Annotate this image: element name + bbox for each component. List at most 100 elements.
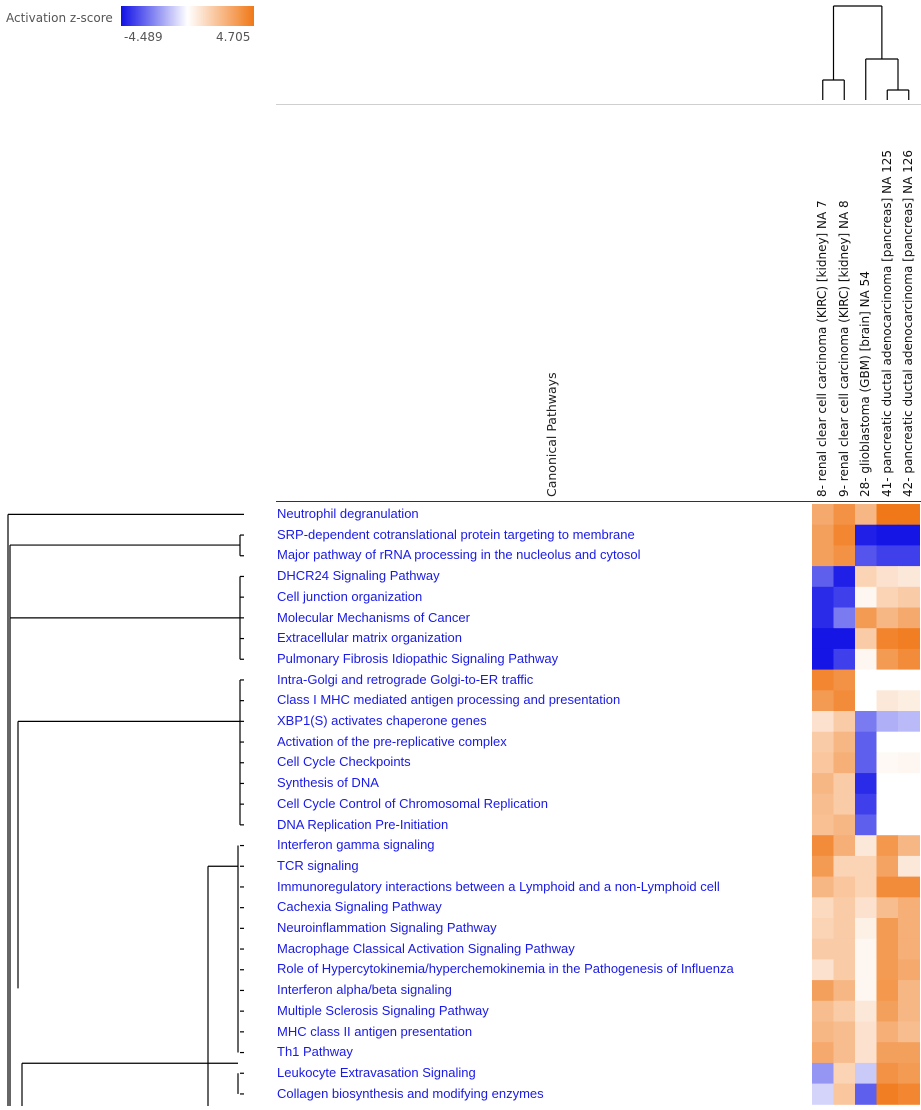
heatmap-cell	[898, 980, 920, 1002]
heatmap-cell	[855, 607, 877, 629]
heatmap-cell	[855, 752, 877, 774]
heatmap-cell	[833, 731, 856, 753]
heatmap-cell	[812, 1062, 834, 1085]
heatmap-cell	[855, 773, 877, 795]
heatmap-cell	[898, 938, 920, 960]
heatmap-cell	[833, 1062, 856, 1085]
heatmap-cell	[876, 918, 899, 940]
pathway-label[interactable]: Neutrophil degranulation	[277, 506, 419, 521]
heatmap-cell	[812, 918, 834, 940]
heatmap-cell	[876, 711, 899, 733]
heatmap-cell	[855, 628, 877, 650]
heatmap-cell	[833, 1000, 856, 1022]
heatmap-cell	[876, 773, 899, 795]
pathway-label[interactable]: Extracellular matrix organization	[277, 630, 462, 646]
heatmap-cell	[898, 1062, 920, 1085]
pathway-label[interactable]: Major pathway of rRNA processing in the …	[277, 547, 641, 563]
heatmap-cell	[898, 731, 920, 753]
heatmap-cell	[876, 524, 899, 546]
heatmap-cell	[833, 835, 856, 857]
heatmap-cell	[855, 731, 877, 753]
heatmap-cell	[855, 504, 877, 526]
heatmap-cell	[833, 648, 856, 671]
heatmap-cell	[812, 752, 834, 774]
pathway-label[interactable]: Interferon gamma signaling	[277, 837, 435, 853]
heatmap-cell	[812, 793, 834, 815]
pathway-label[interactable]: Cell Cycle Checkpoints	[277, 754, 411, 770]
heatmap-cell	[876, 814, 899, 836]
heatmap-cell	[898, 607, 920, 629]
pathway-label[interactable]: XBP1(S) activates chaperone genes	[277, 713, 487, 728]
heatmap-cell	[876, 690, 899, 712]
heatmap-cell	[876, 648, 899, 671]
heatmap-cell	[855, 876, 877, 898]
heatmap-cell	[812, 855, 834, 878]
heatmap-cell	[898, 524, 920, 546]
pathway-label[interactable]: Role of Hypercytokinemia/hyperchemokinem…	[277, 961, 734, 977]
heatmap-cell	[812, 980, 834, 1002]
heatmap-cell	[812, 586, 834, 608]
pathway-label[interactable]: Cachexia Signaling Pathway	[277, 899, 442, 915]
heatmap-cell	[898, 1021, 920, 1043]
pathway-label[interactable]: Th1 Pathway	[277, 1044, 353, 1060]
pathway-label[interactable]: Multiple Sclerosis Signaling Pathway	[277, 1002, 489, 1018]
heatmap-cell	[833, 959, 856, 981]
heatmap-cell	[812, 504, 834, 526]
heatmap-cell	[833, 524, 856, 546]
pathway-label[interactable]: Macrophage Classical Activation Signalin…	[277, 940, 575, 956]
pathway-label[interactable]: Leukocyte Extravasation Signaling	[277, 1064, 476, 1080]
heatmap-cell	[855, 1000, 877, 1022]
heatmap-cell	[812, 607, 834, 629]
heatmap-cell	[876, 897, 899, 919]
heatmap-cell	[898, 876, 920, 898]
pathway-label[interactable]: Cell junction organization	[277, 588, 423, 604]
heatmap-cell	[855, 793, 877, 815]
pathway-label[interactable]: Cell Cycle Control of Chromosomal Replic…	[277, 795, 548, 811]
pathway-label[interactable]: Intra-Golgi and retrograde Golgi-to-ER t…	[277, 671, 534, 687]
heatmap-cell	[855, 1083, 877, 1105]
heatmap-cell	[812, 835, 834, 857]
heatmap-cell	[812, 1021, 834, 1043]
heatmap-cell	[876, 1083, 899, 1105]
heatmap-cell	[898, 690, 920, 712]
pathway-label[interactable]: Pulmonary Fibrosis Idiopathic Signaling …	[277, 650, 559, 666]
heatmap-cell	[855, 545, 877, 567]
pathway-label[interactable]: Interferon alpha/beta signaling	[277, 982, 452, 998]
pathway-label[interactable]: Immunoregulatory interactions between a …	[277, 878, 720, 894]
header-divider	[276, 104, 921, 105]
pathway-label[interactable]: Activation of the pre-replicative comple…	[277, 733, 507, 749]
heatmap-cell	[812, 690, 834, 712]
heatmap-cell	[833, 773, 856, 795]
legend-color-scale	[121, 6, 254, 26]
column-label: 9- renal clear cell carcinoma (KIRC) [ki…	[836, 200, 851, 497]
heatmap-cell	[855, 690, 877, 712]
heatmap-cell	[833, 855, 856, 878]
heatmap-cell	[855, 1042, 877, 1064]
pathway-label[interactable]: SRP-dependent cotranslational protein ta…	[277, 526, 635, 542]
heatmap-cell	[812, 731, 834, 753]
heatmap-cell	[898, 1042, 920, 1064]
pathway-label[interactable]: Collagen biosynthesis and modifying enzy…	[277, 1085, 544, 1101]
pathway-label[interactable]: DNA Replication Pre-Initiation	[277, 816, 449, 832]
heatmap-cell	[812, 1000, 834, 1022]
heatmap-cell	[876, 1000, 899, 1022]
heatmap-cell	[855, 959, 877, 981]
pathway-label[interactable]: MHC class II antigen presentation	[277, 1023, 473, 1039]
pathway-label[interactable]: Class I MHC mediated antigen processing …	[277, 692, 621, 708]
heatmap-cell	[898, 773, 920, 795]
heatmap-cell	[812, 938, 834, 960]
pathway-label[interactable]: TCR signaling	[277, 857, 359, 873]
heatmap-cell	[833, 628, 856, 650]
pathway-label[interactable]: Synthesis of DNA	[277, 775, 379, 791]
heatmap-cell	[876, 628, 899, 650]
pathway-label[interactable]: DHCR24 Signaling Pathway	[277, 568, 440, 584]
heatmap-cell	[855, 586, 877, 608]
legend-title: Activation z-score	[6, 11, 113, 25]
heatmap-cell	[898, 586, 920, 608]
heatmap-cell	[812, 628, 834, 650]
heatmap-cell	[898, 711, 920, 733]
heatmap-cell	[898, 793, 920, 815]
heatmap-cell	[876, 980, 899, 1002]
pathway-label[interactable]: Molecular Mechanisms of Cancer	[277, 609, 470, 625]
pathway-label[interactable]: Neuroinflammation Signaling Pathway	[277, 920, 497, 935]
